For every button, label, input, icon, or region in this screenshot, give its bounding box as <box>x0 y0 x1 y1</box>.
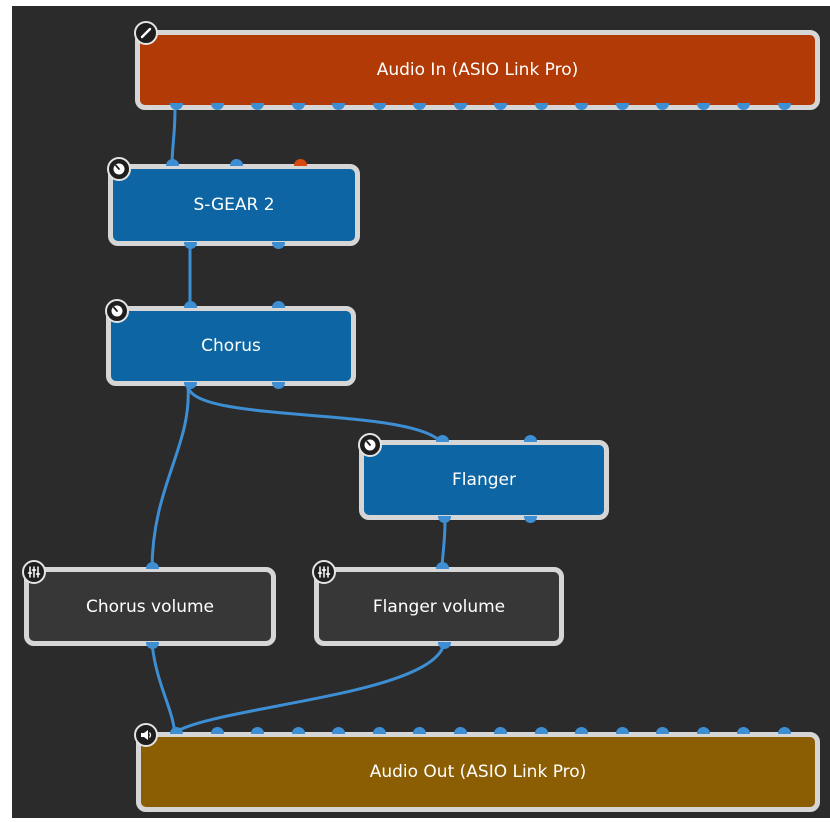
input-pin[interactable] <box>291 727 305 734</box>
input-pin[interactable] <box>146 562 159 569</box>
knob-icon[interactable] <box>107 157 131 181</box>
node-flanger-volume[interactable]: Flanger volume <box>314 567 564 646</box>
output-pin[interactable] <box>372 103 386 110</box>
input-pin[interactable] <box>777 727 791 734</box>
output-pin[interactable] <box>615 103 629 110</box>
output-pin[interactable] <box>696 103 710 110</box>
output-pin[interactable] <box>737 103 750 110</box>
connection-wires <box>150 107 447 736</box>
input-pin[interactable] <box>436 435 449 442</box>
input-pin[interactable] <box>436 562 449 569</box>
input-pin[interactable] <box>272 301 285 308</box>
input-pin[interactable] <box>184 301 197 308</box>
knob-icon[interactable] <box>358 433 382 457</box>
input-pin[interactable] <box>210 727 224 734</box>
output-pin[interactable] <box>438 516 451 523</box>
output-pin[interactable] <box>332 103 345 110</box>
output-pin[interactable] <box>413 103 426 110</box>
input-pin[interactable] <box>372 727 386 734</box>
graph-canvas[interactable]: Audio In (ASIO Link Pro) S-GEAR 2 Chorus… <box>12 6 830 818</box>
node-label: Flanger <box>452 470 516 490</box>
input-pin[interactable] <box>524 435 537 442</box>
knob-icon[interactable] <box>105 299 129 323</box>
input-pin[interactable] <box>230 159 243 166</box>
node-chorus[interactable]: Chorus <box>106 306 356 386</box>
wire-chorus-volume-to-audio-out <box>150 642 177 736</box>
input-pin[interactable] <box>251 727 264 734</box>
input-pin[interactable] <box>494 727 507 734</box>
output-pin[interactable] <box>272 242 285 249</box>
input-pin[interactable] <box>170 727 183 734</box>
input-pin[interactable] <box>656 727 669 734</box>
output-pin[interactable] <box>777 103 791 110</box>
output-pin[interactable] <box>453 103 467 110</box>
mixer-icon[interactable] <box>22 560 46 584</box>
node-label: S-GEAR 2 <box>193 195 275 215</box>
input-pin[interactable] <box>453 727 467 734</box>
node-label: Flanger volume <box>372 596 506 617</box>
speaker-icon[interactable] <box>134 723 158 747</box>
output-pin[interactable] <box>251 103 264 110</box>
output-pin[interactable] <box>656 103 669 110</box>
input-pin[interactable] <box>737 727 750 734</box>
node-chorus-volume[interactable]: Chorus volume <box>24 567 276 646</box>
node-label: Audio Out (ASIO Link Pro) <box>369 762 587 782</box>
input-pin[interactable] <box>166 159 179 166</box>
wire-chorus-to-chorus-volume <box>150 384 190 572</box>
input-pin[interactable] <box>413 727 426 734</box>
node-audio-in[interactable]: Audio In (ASIO Link Pro) <box>135 30 820 110</box>
mixer-icon[interactable] <box>312 560 336 584</box>
input-pin[interactable] <box>294 159 307 166</box>
output-pin[interactable] <box>184 242 197 249</box>
output-pin[interactable] <box>210 103 224 110</box>
input-pin[interactable] <box>575 727 588 734</box>
input-pin[interactable] <box>534 727 548 734</box>
node-label: Chorus volume <box>85 596 215 617</box>
output-pin[interactable] <box>170 103 183 110</box>
output-pin[interactable] <box>575 103 588 110</box>
node-label: Chorus <box>201 336 261 356</box>
edit-icon[interactable] <box>134 21 158 45</box>
output-pin[interactable] <box>146 642 159 649</box>
node-audio-out[interactable]: Audio Out (ASIO Link Pro) <box>136 732 820 812</box>
wire-chorus-to-flanger <box>186 384 444 445</box>
output-pin[interactable] <box>291 103 305 110</box>
node-sgear-2[interactable]: S-GEAR 2 <box>108 164 360 246</box>
input-pin[interactable] <box>332 727 345 734</box>
input-pin[interactable] <box>696 727 710 734</box>
output-pin[interactable] <box>494 103 507 110</box>
wire-flanger-volume-to-audio-out <box>170 642 446 736</box>
output-pin[interactable] <box>534 103 548 110</box>
output-pin[interactable] <box>184 382 197 389</box>
output-pin[interactable] <box>272 382 285 389</box>
node-flanger[interactable]: Flanger <box>359 440 609 520</box>
wire-audio-in-to-sgear <box>170 107 177 168</box>
node-label: Audio In (ASIO Link Pro) <box>376 60 579 80</box>
output-pin[interactable] <box>524 516 537 523</box>
output-pin[interactable] <box>438 642 451 649</box>
input-pin[interactable] <box>615 727 629 734</box>
